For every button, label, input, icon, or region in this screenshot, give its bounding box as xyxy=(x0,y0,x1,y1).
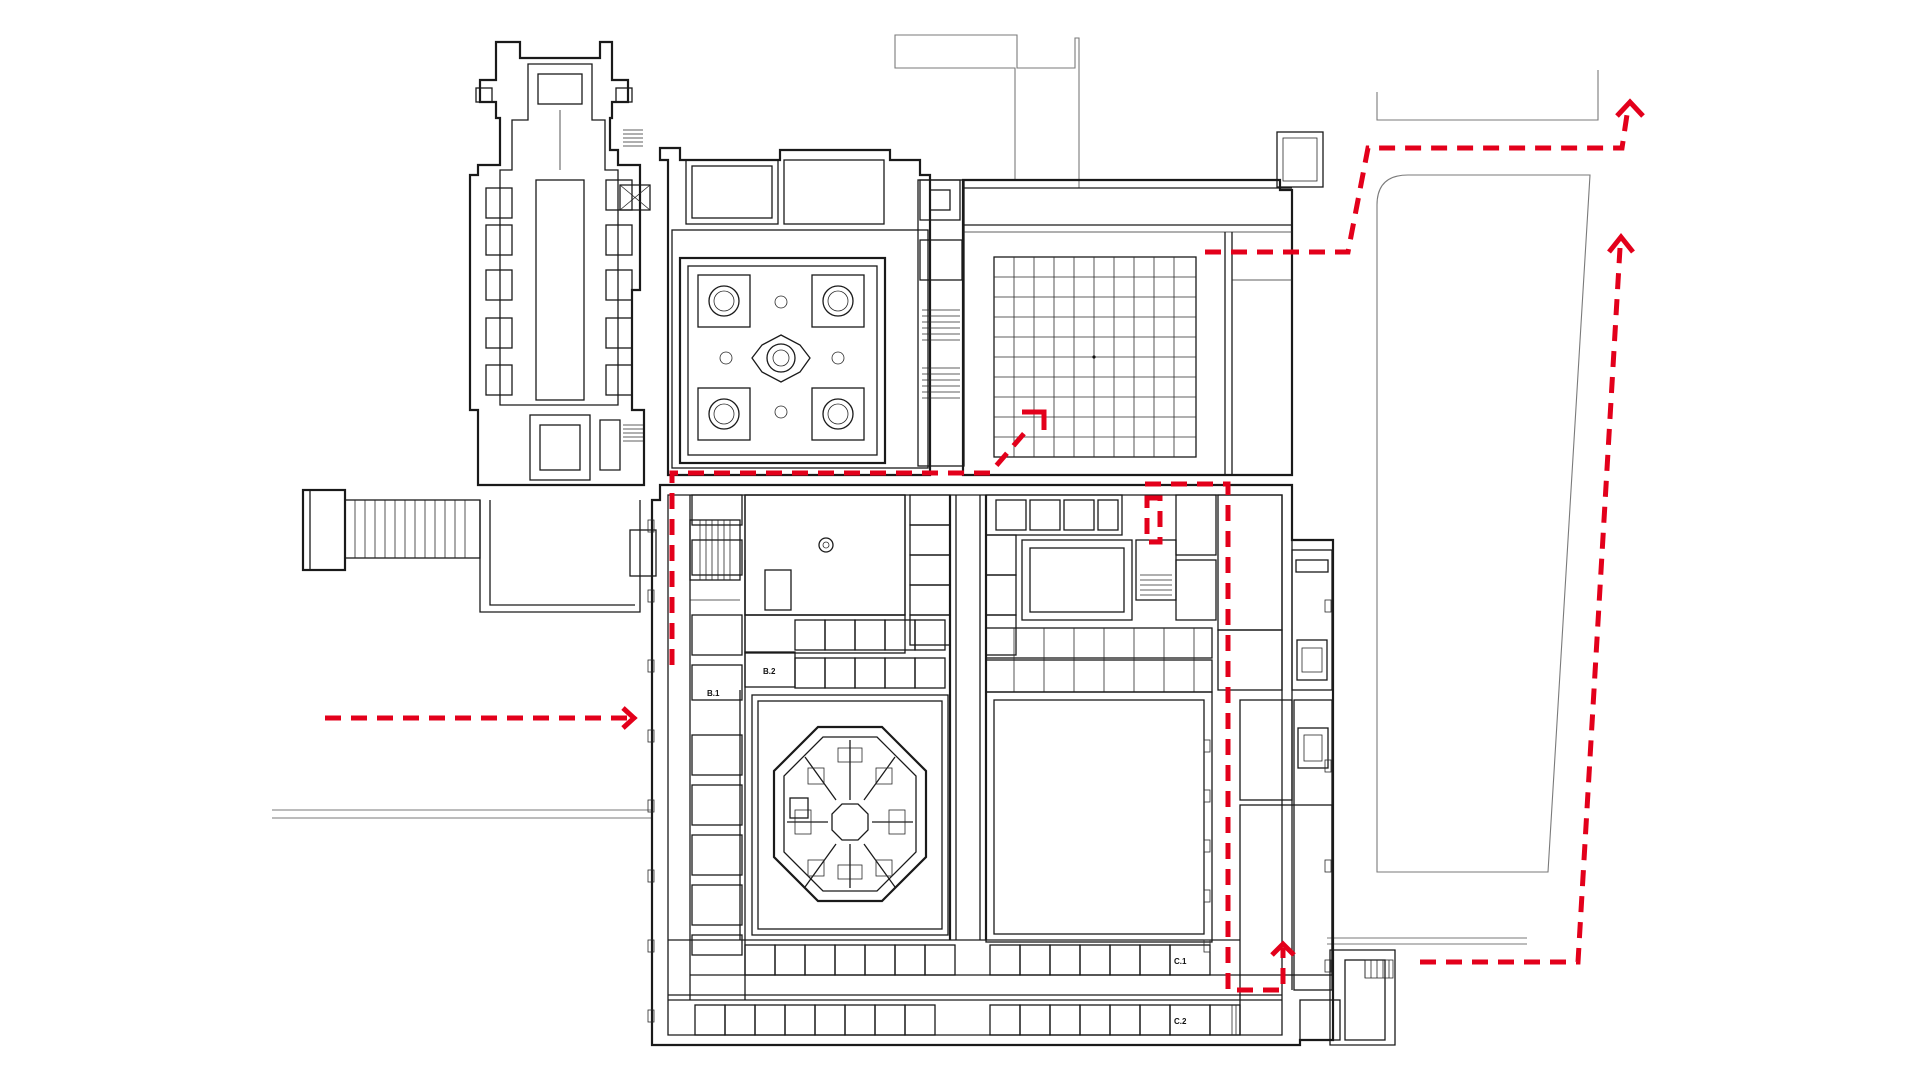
arrowhead-north-exit xyxy=(1615,98,1645,118)
grid-courtyard xyxy=(961,178,1294,486)
arrowhead-west-entrance xyxy=(621,706,638,730)
window-marks xyxy=(647,519,1332,1023)
entrance-bridge xyxy=(272,488,657,819)
route-stair-block xyxy=(1144,495,1163,545)
central-corridor xyxy=(948,495,988,940)
east-site-outline xyxy=(1327,70,1599,945)
east-courtyard xyxy=(909,494,1333,976)
route-inner-corridor xyxy=(669,428,1029,665)
north-annex xyxy=(894,34,1324,188)
room-label-b1: B.1 xyxy=(707,689,720,698)
room-label-b2: B.2 xyxy=(763,667,776,676)
room-label-c2: C.2 xyxy=(1174,1017,1187,1026)
arrowhead-south-exit xyxy=(1607,232,1635,254)
route-east-corridor xyxy=(1145,481,1286,993)
church-wing xyxy=(468,40,651,487)
north-cloister xyxy=(658,146,965,477)
circulation-routes xyxy=(325,98,1645,993)
west-wing: B.1 xyxy=(689,494,746,1000)
arrowhead-grid-courtyard xyxy=(1022,409,1047,430)
arrowhead-east-corridor xyxy=(1270,940,1296,957)
main-building xyxy=(650,483,1396,1047)
room-label-c1: C.1 xyxy=(1174,957,1187,966)
route-north-exit xyxy=(1205,107,1631,255)
south-wing: C.1 C.2 xyxy=(668,939,1282,1036)
route-south-exit xyxy=(1420,247,1623,965)
central-cloister: B.2 xyxy=(689,494,949,936)
